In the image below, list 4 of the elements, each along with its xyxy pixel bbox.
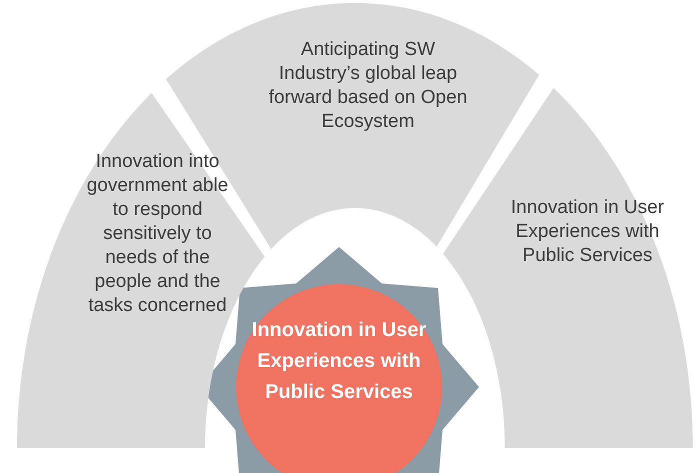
circle-text: Innovation in User Experiences with Public Services [250, 318, 428, 405]
segment-text: Innovation in User Experiences with Public Services [510, 196, 666, 268]
segment-text: Innovation into government able to respond sensitively to needs of the people and the tasks concerned [86, 150, 230, 318]
segment-text: Anticipating SW Industry’s global leap forward based on Open Ecosystem [268, 38, 468, 134]
